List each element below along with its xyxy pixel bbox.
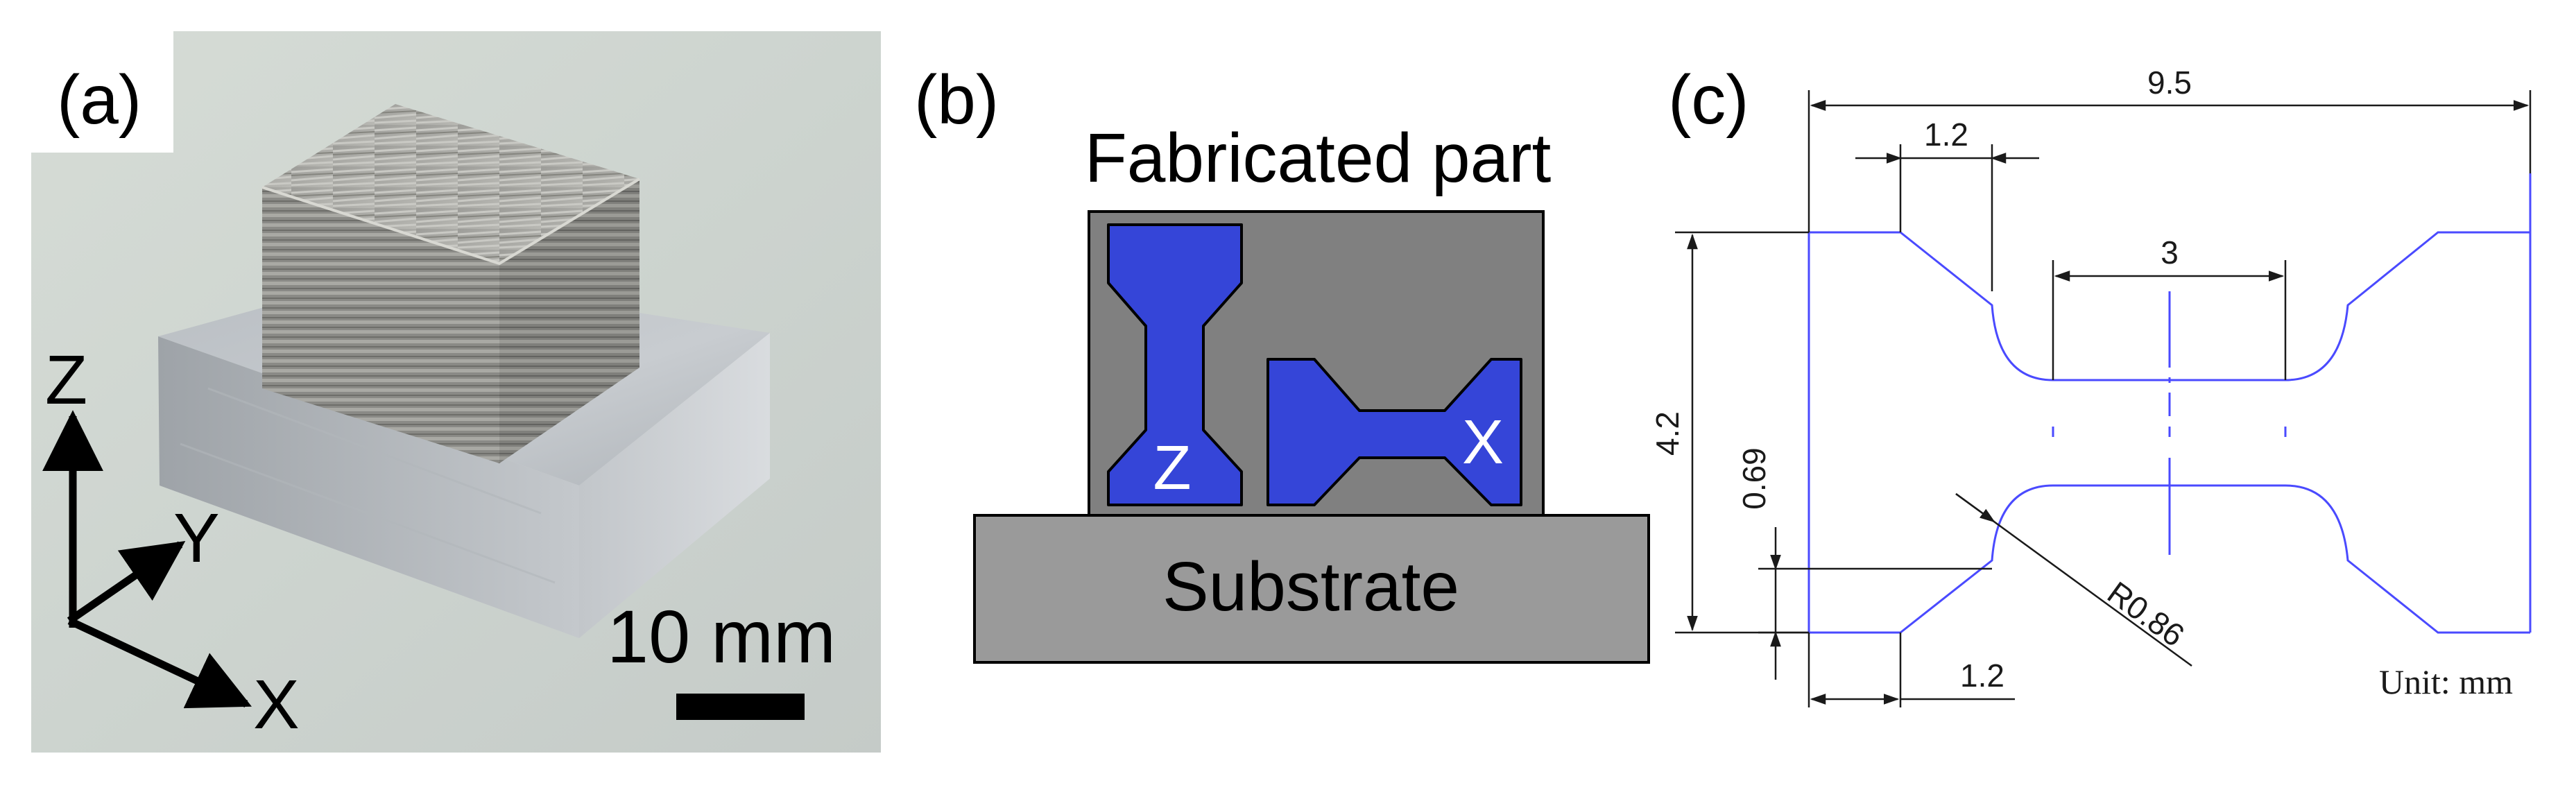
panel-a: (a) Z Y X 10 mm (31, 31, 881, 753)
x-axis-arrow (67, 617, 252, 709)
specimen-z-label: Z (1153, 433, 1192, 503)
dim-radius-leader (1955, 492, 2192, 667)
block-front (262, 187, 499, 463)
panel-b: (b) Fabricated part Substrate Z X (914, 61, 1650, 664)
scale-bar-text: 10 mm (607, 594, 836, 678)
scale-bar (676, 694, 805, 720)
substrate-label: Substrate (1162, 548, 1459, 626)
part-title: Fabricated part (1085, 119, 1552, 197)
block-side (499, 179, 639, 463)
dim-shoulder-bottom: 1.2 (1960, 658, 2004, 694)
panel-a-label-box (31, 31, 173, 153)
substrate-block (973, 514, 1650, 664)
axis-z-label: Z (45, 341, 87, 419)
dim-shoulder-top: 1.2 (1924, 117, 1968, 153)
plate-front (158, 336, 579, 638)
panel-c-label: (c) (1668, 61, 1749, 139)
panel-a-label: (a) (57, 61, 141, 139)
axis-y-label: Y (173, 499, 220, 577)
specimen-x-label: X (1462, 408, 1504, 477)
unit-label: Unit: mm (2379, 662, 2513, 701)
axis-x-label: X (253, 666, 300, 744)
coordinate-axes: Z Y X (42, 341, 300, 744)
specimen-z (1107, 223, 1243, 506)
panel-c: (c) (1649, 61, 2532, 707)
dim-thickness: 0.69 (1736, 447, 1772, 510)
printed-block (261, 104, 641, 463)
dim-radius: R0.86 (2101, 574, 2191, 653)
panel-b-label: (b) (914, 61, 999, 139)
dim-gauge-length: 3 (2161, 234, 2179, 270)
plate-side (579, 333, 770, 638)
dim-total-width: 9.5 (2147, 65, 2192, 101)
y-axis-arrow (67, 541, 186, 624)
dimensions (1675, 90, 2532, 707)
dim-total-height: 4.2 (1649, 411, 1685, 456)
block-top (262, 104, 639, 264)
specimen-x (1266, 358, 1522, 506)
